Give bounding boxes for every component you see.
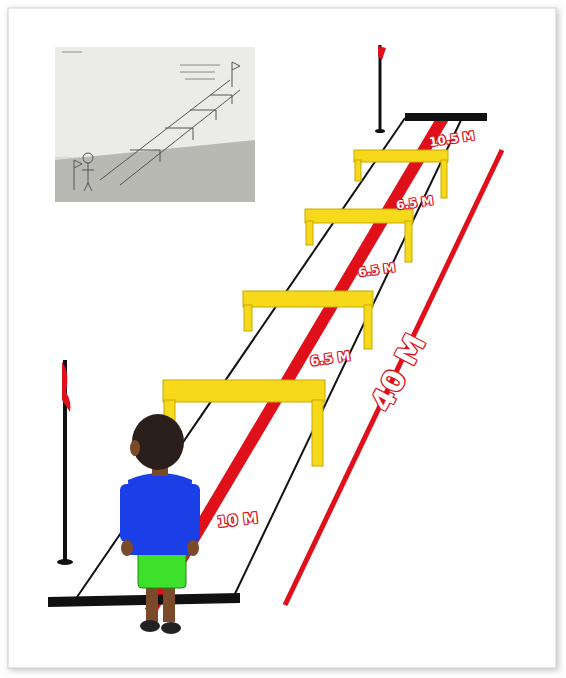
- hurdles: [163, 150, 448, 466]
- distance-line: [285, 150, 502, 605]
- child-figure: [120, 414, 200, 634]
- hurdle-bar: [354, 150, 448, 162]
- sketch-flag: [232, 62, 240, 87]
- flag-base: [375, 129, 385, 133]
- hurdle: [163, 380, 325, 466]
- ear: [130, 440, 140, 456]
- hurdle-leg: [312, 400, 323, 466]
- sleeve: [186, 484, 200, 542]
- head-hair: [132, 414, 184, 470]
- sketch-flag: [74, 160, 82, 190]
- shoe: [161, 622, 181, 634]
- sleeve: [120, 484, 134, 542]
- hurdle-bar: [243, 291, 373, 307]
- hurdle-leg: [405, 221, 412, 262]
- sketch-child: [82, 163, 94, 191]
- sketch-line: [120, 90, 240, 185]
- track: [48, 113, 502, 612]
- hurdle-leg: [364, 305, 372, 349]
- inset-photo: [55, 47, 255, 202]
- lane-line: [75, 118, 405, 600]
- sketch-hurdles: [130, 95, 232, 162]
- shirt: [128, 473, 192, 555]
- hurdle-leg: [441, 160, 447, 198]
- flags: [57, 45, 386, 565]
- hurdle: [305, 209, 413, 262]
- sketch-text: [62, 52, 220, 79]
- hurdle: [243, 291, 373, 349]
- hand: [187, 540, 199, 556]
- shoe: [140, 620, 160, 632]
- sketch-child: [83, 153, 93, 163]
- hurdle-leg: [306, 221, 313, 245]
- hurdle-leg: [244, 305, 252, 331]
- frame: [8, 8, 556, 668]
- flag: [378, 46, 386, 60]
- lane-line: [232, 118, 462, 600]
- finish-line: [405, 113, 487, 121]
- hurdle-leg: [355, 160, 361, 181]
- flag-base: [57, 559, 73, 565]
- start-line: [48, 593, 240, 607]
- hurdle: [354, 150, 448, 198]
- inset-sketch: [55, 47, 255, 202]
- center-line: [150, 118, 443, 612]
- hand: [121, 540, 133, 556]
- inset-shadow: [55, 140, 255, 202]
- hurdle-bar: [163, 380, 325, 402]
- flag: [62, 362, 71, 412]
